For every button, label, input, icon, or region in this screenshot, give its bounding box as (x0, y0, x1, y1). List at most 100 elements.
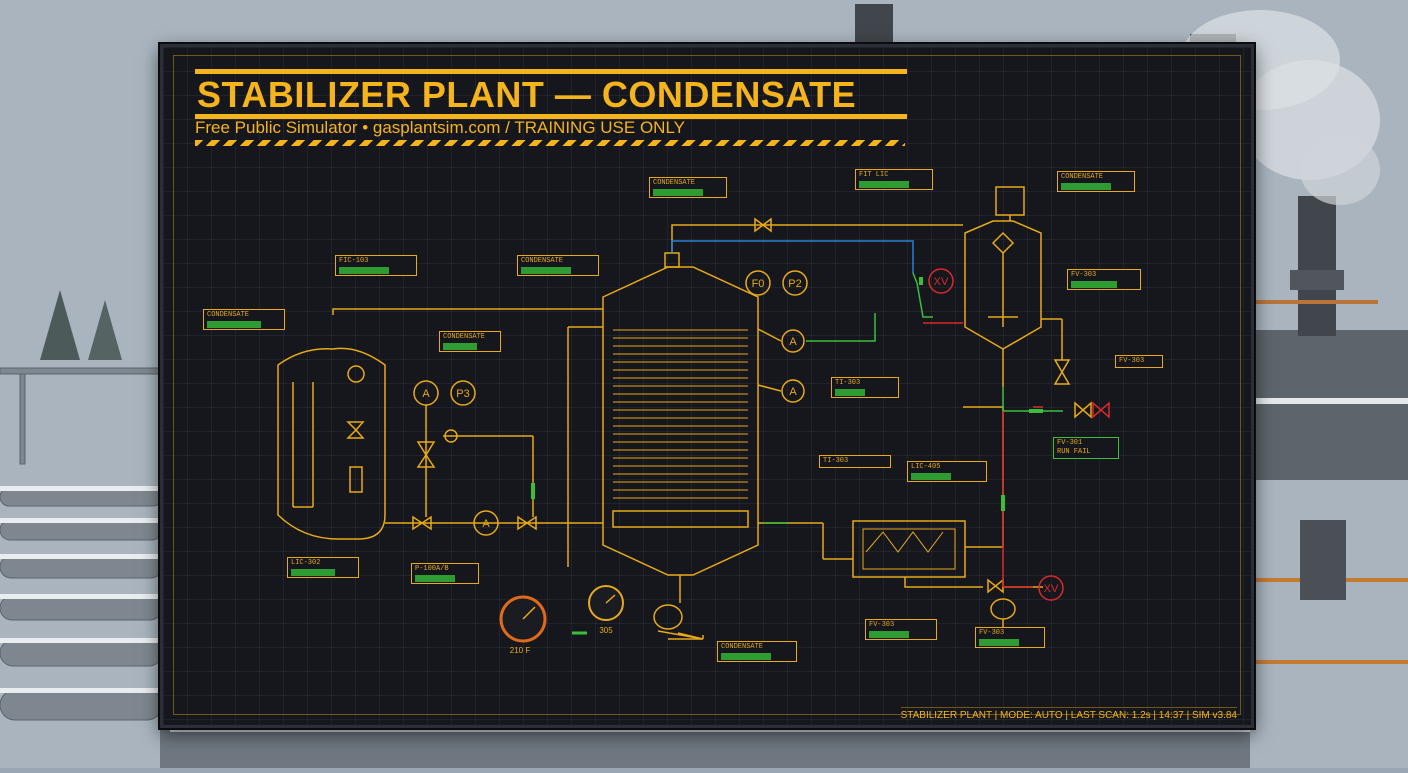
tag-box[interactable]: CONDENSATE (203, 309, 285, 330)
tag-label: FV-303 (1119, 357, 1145, 365)
hmi-panel: STABILIZER PLANT — CONDENSATE Free Publi… (160, 44, 1254, 728)
tag-box[interactable]: FIT LIC (855, 169, 933, 190)
tag-label: TI-303 (823, 457, 849, 465)
tag-label: FV-301 (1057, 439, 1083, 447)
page-title: STABILIZER PLANT — CONDENSATE (195, 69, 907, 119)
reboiler (852, 520, 966, 578)
red-valve (1092, 401, 1110, 419)
feed-valve-2 (517, 515, 537, 531)
flash-separator (964, 220, 1042, 350)
gauge-1-label: 210 F (510, 646, 531, 655)
pressure-gauge-2 (588, 585, 624, 621)
xv-valve-2[interactable] (1038, 575, 1064, 601)
tag-label: TI-303 (835, 379, 861, 387)
overhead-valve (754, 217, 772, 233)
reflux-line (332, 308, 603, 315)
tag-label: FV-303 (1071, 271, 1097, 279)
column-top-nozzle (664, 252, 680, 268)
tag-box[interactable]: FIC-103 (335, 255, 417, 276)
column-trays (613, 329, 748, 499)
stabilizer-column (602, 266, 759, 576)
analyzer-a4-label: A (789, 386, 797, 398)
tag-status: RUN FAIL (1057, 448, 1091, 456)
outlet-valve (1053, 359, 1071, 374)
analyzer-a2-label: A (482, 518, 490, 530)
page-subtitle: Free Public Simulator • gasplantsim.com … (195, 118, 685, 137)
tag-level-bar (859, 181, 909, 188)
tag-label: CONDENSATE (443, 333, 486, 341)
separator-top-nozzle (995, 186, 1025, 216)
tag-level-bar (1061, 183, 1111, 190)
tag-level-bar (869, 631, 909, 638)
feed-valve-1 (412, 515, 432, 531)
tag-box[interactable]: P-100A/B (411, 563, 479, 584)
analyzer-a3-label: A (789, 336, 797, 348)
tag-label: FIT LIC (859, 171, 889, 179)
tag-level-bar (415, 575, 455, 582)
tag-box[interactable]: FV-303 (1115, 355, 1163, 368)
tag-level-bar (721, 653, 771, 660)
tag-label: CONDENSATE (721, 643, 764, 651)
panel-border (173, 55, 1241, 715)
analyzer-a2 (473, 510, 499, 536)
tag-label: LIC-302 (291, 559, 321, 567)
reboiler-valve (987, 578, 1004, 594)
blue-line (671, 240, 914, 273)
tag-box[interactable]: FV-303 (865, 619, 937, 640)
tag-box[interactable]: CONDENSATE (517, 255, 599, 276)
tag-level-bar (339, 267, 389, 274)
analyzer-a4 (781, 379, 805, 403)
pressure-indicator-p3 (450, 380, 476, 406)
tag-level-bar (521, 267, 571, 274)
analyzer-a3 (781, 329, 805, 353)
xv-valve-1[interactable] (928, 268, 954, 294)
tag-box[interactable]: CONDENSATE (1057, 171, 1135, 192)
separator-internal (991, 231, 1015, 255)
control-valve (416, 441, 436, 457)
process-diagram: A P3 A A A F0 P2 XV XV 210 F 305 (277, 186, 1110, 655)
pressure-indicator-p2 (782, 270, 808, 296)
temperature-gauge-1 (499, 595, 547, 643)
tag-label: FV-303 (869, 621, 895, 629)
green-line-1 (806, 313, 876, 342)
tag-level-bar (911, 473, 951, 480)
tag-box[interactable]: CONDENSATE (717, 641, 797, 662)
bottoms-pump (653, 604, 683, 630)
tag-label: P-100A/B (415, 565, 449, 573)
tag-box[interactable]: TI-303 (819, 455, 891, 468)
tag-box[interactable]: LIC-302 (287, 557, 359, 578)
tag-level-bar (835, 389, 865, 396)
tag-level-bar (1071, 281, 1117, 288)
tag-box[interactable]: FV-303 (975, 627, 1045, 648)
outlet-valve-2 (1074, 401, 1092, 419)
gauge-2-label: 305 (599, 626, 613, 635)
tag-level-bar (443, 343, 477, 350)
flow-indicator-f0 (745, 270, 771, 296)
tag-label: FV-303 (979, 629, 1005, 637)
tag-level-bar (207, 321, 261, 328)
tag-label: LIC-405 (911, 463, 941, 471)
tag-label: CONDENSATE (653, 179, 696, 187)
tag-label: CONDENSATE (521, 257, 564, 265)
overhead-line (671, 224, 963, 253)
tag-box[interactable]: LIC-405 (907, 461, 987, 482)
pressure-p3-label: P3 (456, 388, 469, 400)
pressure-p2-label: P2 (788, 278, 801, 290)
tag-label: CONDENSATE (1061, 173, 1104, 181)
lower-pump (990, 598, 1016, 620)
flow-f0-label: F0 (752, 278, 765, 290)
xv-1-label: XV (934, 276, 949, 288)
tag-level-bar (291, 569, 335, 576)
xv-2-label: XV (1044, 583, 1059, 595)
hazard-stripe (195, 140, 905, 146)
drum-valve (346, 421, 365, 439)
tag-label: FIC-103 (339, 257, 369, 265)
tag-box[interactable]: CONDENSATE (649, 177, 727, 198)
reflux-drum (277, 347, 386, 540)
tag-box[interactable]: TI-303 (831, 377, 899, 398)
tag-box[interactable]: CONDENSATE (439, 331, 501, 352)
tag-level-bar (979, 639, 1019, 646)
tag-box[interactable]: FV-301 RUN FAIL (1053, 437, 1119, 459)
tag-level-bar (653, 189, 703, 196)
tag-box[interactable]: FV-303 (1067, 269, 1141, 290)
